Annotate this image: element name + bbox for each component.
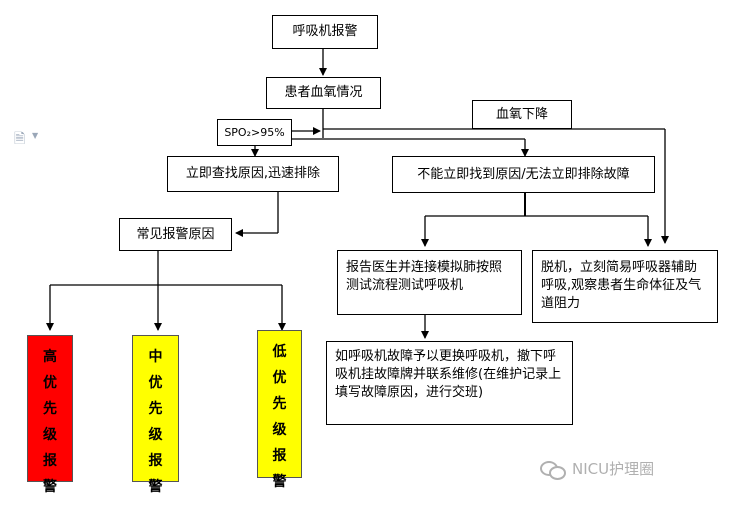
node-find-cause-label: 立即查找原因,迅速排除 [185, 166, 321, 181]
node-spo2-condition: SPO₂>95% [217, 119, 292, 146]
node-oxygen-drop-label: 血氧下降 [495, 106, 548, 122]
node-oxygen-drop: 血氧下降 [472, 100, 572, 129]
node-patient-oxygen: 患者血氧情况 [266, 77, 381, 109]
watermark: NICU护理圈 [540, 458, 655, 480]
priority-high-label: 高优先级报警 [43, 349, 57, 495]
node-replace-machine: 如呼吸机故障予以更换呼吸机，撤下呼吸机挂故障牌并联系维修(在维护记录上填写故障原… [326, 341, 573, 425]
node-report-doctor-label: 报告医生并连接模拟肺按照测试流程测试呼吸机 [346, 260, 503, 293]
node-ventilator-alarm-label: 呼吸机报警 [292, 24, 358, 39]
node-disconnect-label: 脱机，立刻简易呼吸器辅助呼吸,观察患者生命体征及气道阻力 [541, 260, 702, 311]
node-disconnect: 脱机，立刻简易呼吸器辅助呼吸,观察患者生命体征及气道阻力 [532, 250, 718, 323]
node-cannot-find-label: 不能立即找到原因/无法立即排除故障 [417, 166, 630, 182]
node-replace-machine-label: 如呼吸机故障予以更换呼吸机，撤下呼吸机挂故障牌并联系维修(在维护记录上填写故障原… [335, 349, 562, 400]
priority-low-label: 低优先级报警 [272, 344, 287, 490]
chevron-down-icon[interactable]: ▼ [32, 131, 39, 140]
wechat-logo-icon [540, 459, 566, 480]
node-patient-oxygen-label: 患者血氧情况 [284, 85, 363, 100]
node-report-doctor: 报告医生并连接模拟肺按照测试流程测试呼吸机 [337, 250, 522, 315]
node-common-causes: 常见报警原因 [119, 218, 232, 251]
node-ventilator-alarm: 呼吸机报警 [272, 15, 378, 49]
watermark-text: NICU护理圈 [572, 460, 655, 478]
node-find-cause: 立即查找原因,迅速排除 [167, 156, 339, 192]
node-spo2-condition-label: SPO₂>95% [224, 125, 285, 139]
priority-high: 高优先级报警 [27, 335, 73, 495]
node-common-causes-label: 常见报警原因 [136, 226, 215, 242]
document-icon[interactable]: 🗎 [14, 131, 26, 147]
node-cannot-find: 不能立即找到原因/无法立即排除故障 [392, 156, 655, 193]
priority-medium-label: 中优先级报警 [148, 349, 163, 495]
priority-low: 低优先级报警 [257, 330, 302, 490]
priority-medium: 中优先级报警 [132, 335, 179, 495]
